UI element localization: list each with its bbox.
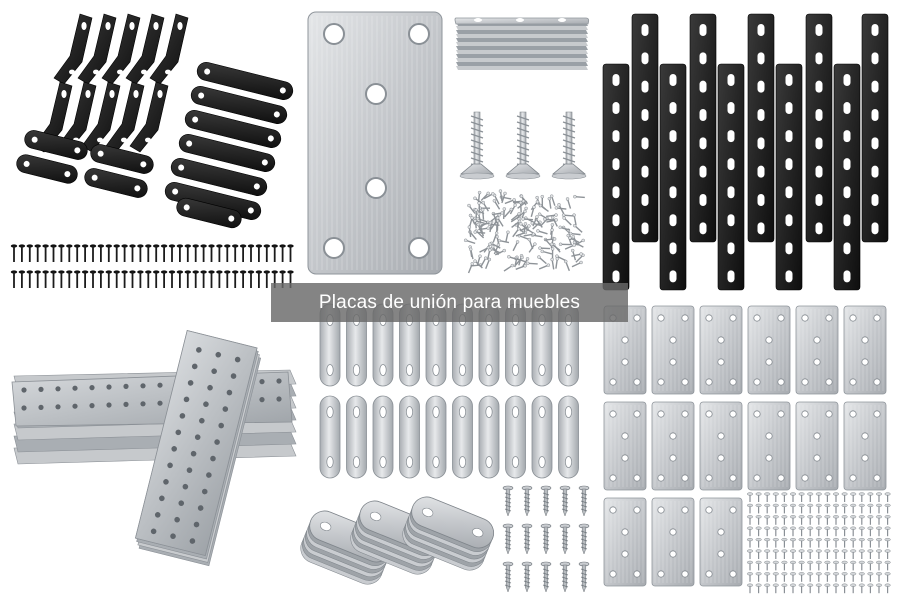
stacked-steel-plates (454, 17, 590, 70)
steel-mending-straps (319, 303, 579, 479)
small-screw-pile (463, 189, 585, 274)
black-angle-brackets (33, 13, 189, 153)
steel-rectangle-plate (307, 11, 443, 275)
countersunk-screws (459, 111, 587, 180)
black-flat-straps (16, 62, 294, 229)
small-steel-screws (747, 492, 891, 594)
caption-text: Placas de unión para muebles (318, 291, 581, 313)
black-slotted-straps (602, 13, 889, 291)
caption-banner: Placas de unión para muebles (271, 283, 628, 322)
black-screws (10, 244, 294, 288)
steel-square-plates (603, 305, 887, 587)
stacked-curved-straps (300, 496, 495, 585)
galvanized-perforated-plates (11, 330, 297, 567)
steel-screws (502, 485, 590, 593)
